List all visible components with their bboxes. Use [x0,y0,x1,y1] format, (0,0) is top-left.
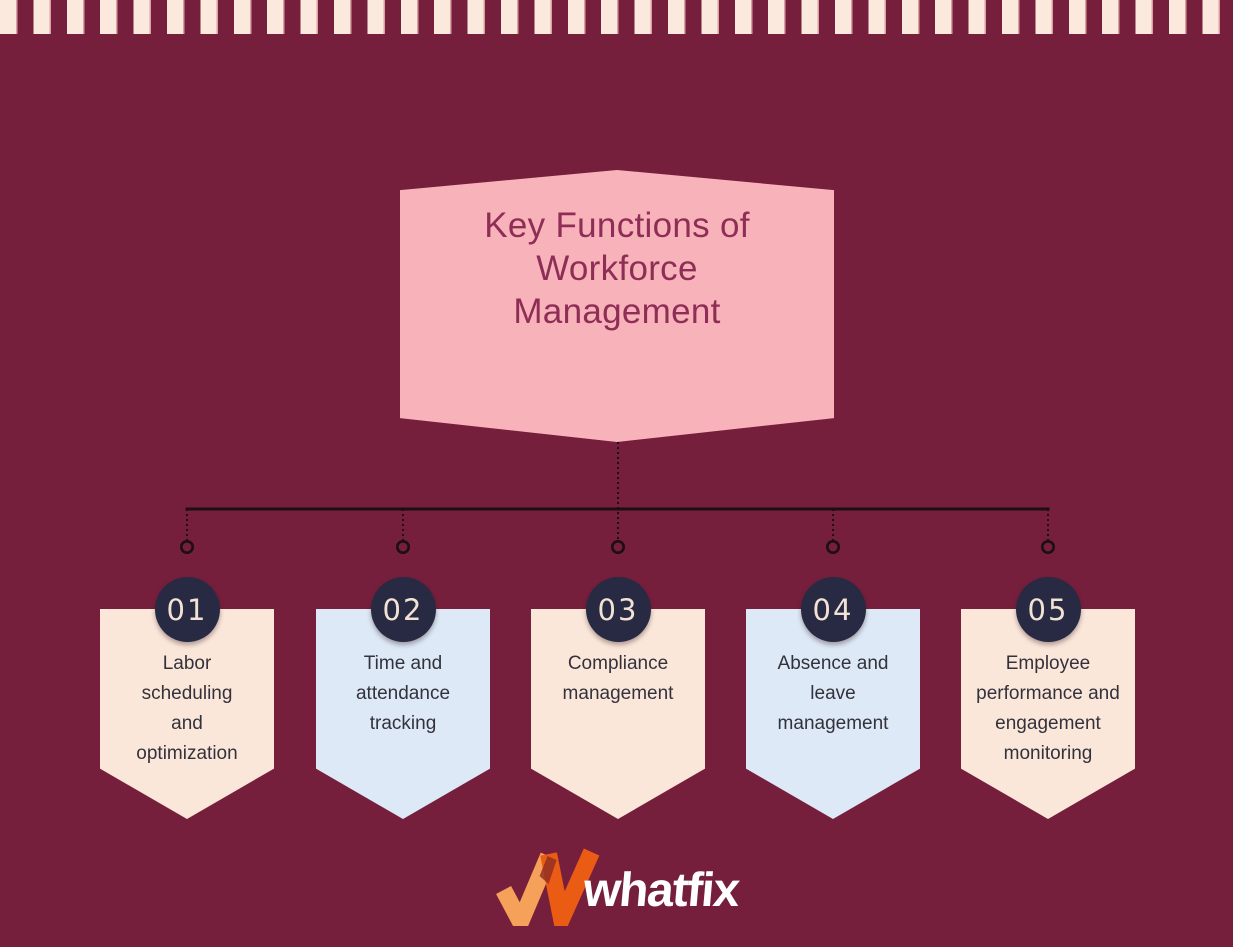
decorative-awning-stripes [0,0,1233,34]
step-card-5: 05 Employee performance and engagement m… [961,577,1135,819]
whatfix-logo-icon [495,848,599,926]
step-card-4: 04 Absence and leave management [746,577,920,819]
step-card-label: Time and attendance tracking [316,609,490,819]
step-card-2: 02 Time and attendance tracking [316,577,490,819]
step-card-3: 03 Compliance management [531,577,705,819]
step-card-label: Employee performance and engagement moni… [961,609,1135,819]
step-number-badge: 03 [585,577,651,642]
whatfix-wordmark: whatfix [580,863,741,917]
step-card-label: Labor scheduling and optimization [100,609,274,819]
page-title: Key Functions of Workforce Management [484,206,750,331]
step-number-badge: 02 [370,577,436,642]
step-card-1: 01 Labor scheduling and optimization [100,577,274,819]
step-number-badge: 05 [1015,577,1081,642]
title-banner: Key Functions of Workforce Management [400,170,834,442]
step-card-label: Absence and leave management [746,609,920,819]
whatfix-logo: whatfix [495,846,741,926]
step-number-badge: 04 [800,577,866,642]
step-card-label: Compliance management [531,609,705,819]
step-number-badge: 01 [154,577,220,642]
